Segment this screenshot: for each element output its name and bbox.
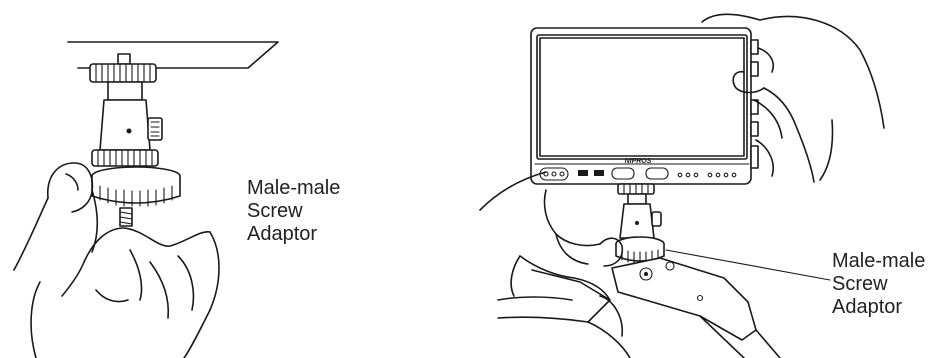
field-monitor: NIPROS (531, 28, 758, 184)
ball-head (100, 82, 162, 150)
ball-head-right (620, 194, 661, 238)
top-knurled-knob (90, 64, 156, 82)
male-male-screw-adaptor (92, 167, 180, 226)
left-illustration (14, 42, 278, 358)
label-line: Male-male (832, 250, 925, 273)
lower-knurled-ring (92, 150, 158, 166)
label-line: Adaptor (247, 223, 340, 246)
label-line: Adaptor (832, 296, 925, 319)
label-line: Male-male (247, 177, 340, 200)
camera-rig-plate (612, 258, 780, 358)
right-callout-label: Male-male Screw Adaptor (832, 250, 925, 319)
right-illustration: NIPROS (480, 14, 884, 358)
left-callout-label: Male-male Screw Adaptor (247, 177, 340, 246)
monitor-brand: NIPROS (625, 158, 652, 165)
right-lower-hand (480, 172, 630, 358)
label-line: Screw (832, 273, 925, 296)
monitor-mount-knob (618, 184, 654, 194)
label-line: Screw (247, 200, 340, 223)
